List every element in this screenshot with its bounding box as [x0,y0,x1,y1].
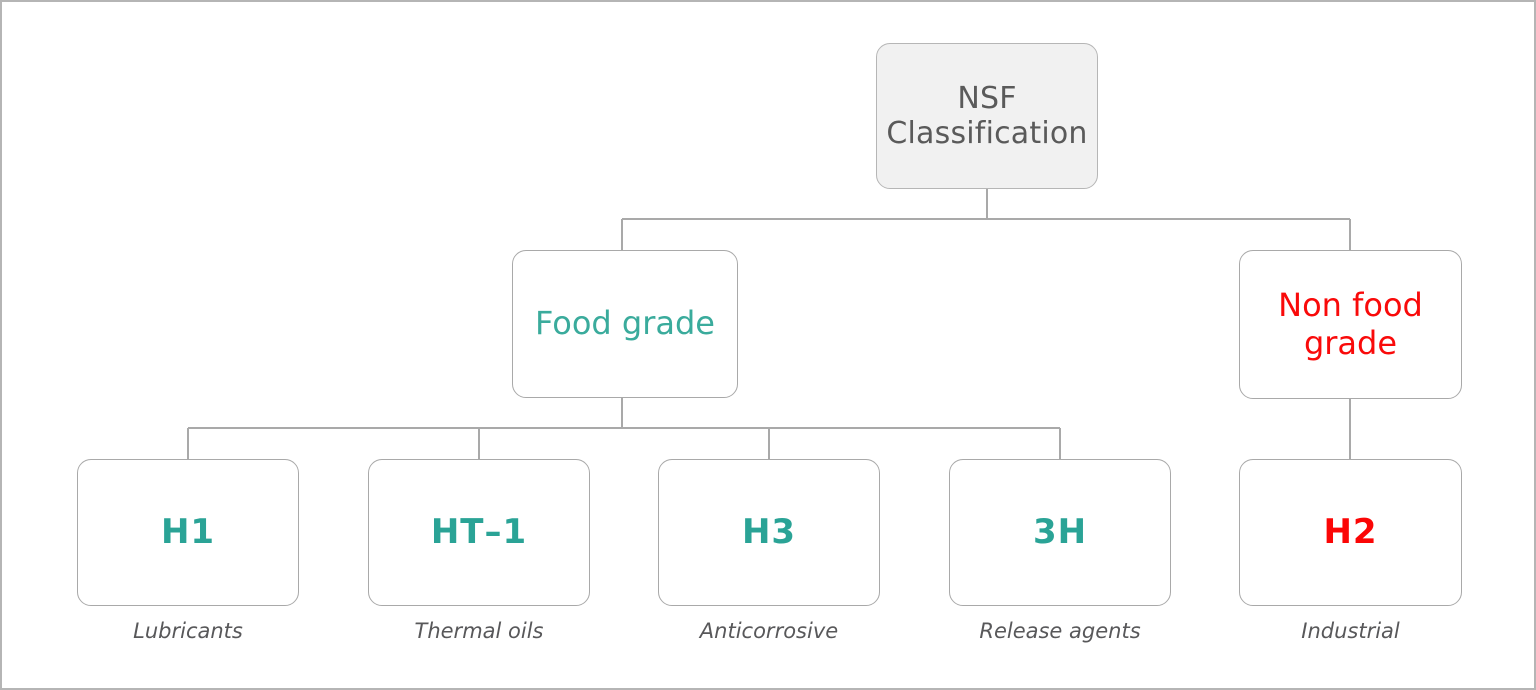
node-3h[interactable]: 3H [949,459,1171,606]
non-food-grade-label-line1: Non food [1278,285,1423,324]
node-food-grade[interactable]: Food grade [512,250,738,398]
node-h1[interactable]: H1 [77,459,299,606]
node-3h-code: 3H [1032,512,1088,553]
caption-3h: Release agents [979,619,1141,643]
node-h3[interactable]: H3 [658,459,880,606]
node-h2-code: H2 [1323,512,1378,553]
root-label-line2: Classification [886,116,1088,151]
node-ht-1[interactable]: HT–1 [368,459,590,606]
node-food-grade-label: Food grade [535,304,715,343]
node-h3-code: H3 [741,512,797,553]
node-ht-1-code: HT–1 [430,512,528,553]
non-food-grade-label-line2: grade [1303,323,1398,362]
caption-h1: Lubricants [133,619,243,643]
node-h2[interactable]: H2 [1239,459,1462,606]
node-h1-code: H1 [160,512,216,553]
caption-ht-1: Thermal oils [414,619,544,643]
caption-h2: Industrial [1301,619,1400,643]
caption-h3: Anticorrosive [699,619,839,643]
root-label-line1: NSF [957,80,1017,116]
